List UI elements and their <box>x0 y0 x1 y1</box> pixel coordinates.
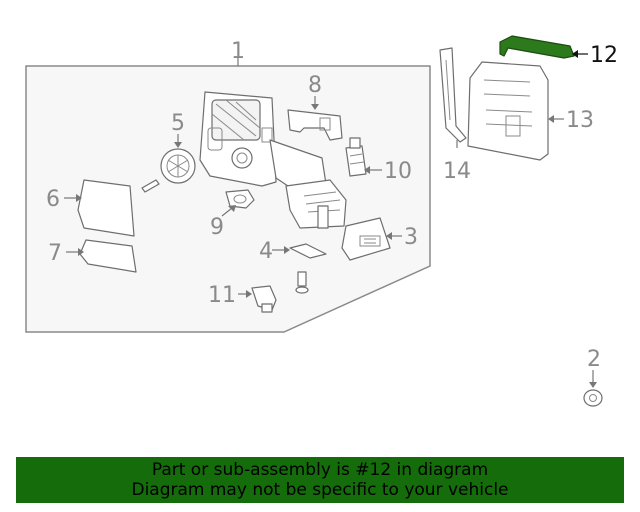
info-banner: Part or sub-assembly is #12 in diagram D… <box>16 457 624 503</box>
part-3-signal-housing[interactable] <box>341 217 391 261</box>
bolt <box>295 271 309 294</box>
callout-7[interactable]: 7 <box>48 241 62 266</box>
callout-8[interactable]: 8 <box>308 73 322 98</box>
part-6-mirror-glass[interactable] <box>77 179 135 237</box>
part-5-motor[interactable] <box>160 148 196 184</box>
parts-diagram: 1 8 10 5 <box>25 35 618 407</box>
part-4-plate[interactable] <box>289 243 327 259</box>
callout-4[interactable]: 4 <box>259 239 273 264</box>
part-2-nut[interactable] <box>583 389 603 407</box>
callout-9[interactable]: 9 <box>210 215 224 240</box>
part-9-lamp[interactable] <box>225 189 255 209</box>
callout-1[interactable]: 1 <box>231 39 245 64</box>
banner-line-1: Part or sub-assembly is #12 in diagram <box>151 460 489 480</box>
part-14-seal-strip[interactable] <box>439 47 467 143</box>
part-13-mirror-cover[interactable] <box>467 61 549 161</box>
callout-11[interactable]: 11 <box>208 283 236 308</box>
screw <box>141 179 160 193</box>
part-8-bracket[interactable] <box>287 109 343 141</box>
callout-5[interactable]: 5 <box>171 111 185 136</box>
callout-2[interactable]: 2 <box>587 347 601 372</box>
callout-14[interactable]: 14 <box>443 159 471 184</box>
banner-line-2: Diagram may not be specific to your vehi… <box>131 480 509 500</box>
callout-6[interactable]: 6 <box>46 187 60 212</box>
callout-3[interactable]: 3 <box>404 225 418 250</box>
callout-10[interactable]: 10 <box>384 159 412 184</box>
part-10-connector[interactable] <box>345 137 367 177</box>
mirror-housing[interactable] <box>199 91 347 229</box>
callout-12[interactable]: 12 <box>590 43 618 68</box>
part-12-trim-highlighted[interactable] <box>499 35 575 59</box>
callout-13[interactable]: 13 <box>566 108 594 133</box>
part-11-sensor[interactable] <box>251 285 277 313</box>
